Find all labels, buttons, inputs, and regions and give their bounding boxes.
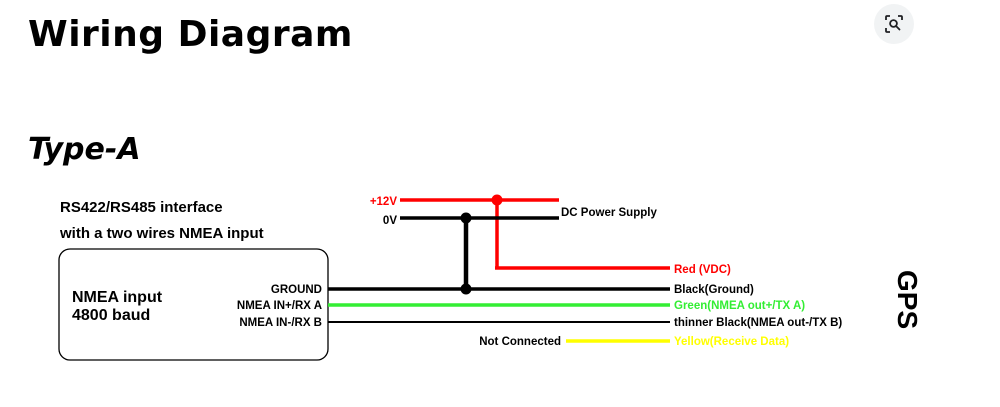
diagram-subtitle: Type-A bbox=[28, 132, 141, 167]
dc-power-supply-label: DC Power Supply bbox=[561, 207, 657, 219]
plus12v-label: +12V bbox=[370, 196, 398, 208]
nmea-input-label: NMEA input bbox=[72, 289, 163, 306]
not-connected-label: Not Connected bbox=[479, 336, 561, 348]
plus12v-junction bbox=[491, 194, 503, 206]
pin-nmea-in-minus-label: NMEA IN-/RX B bbox=[239, 317, 322, 329]
interface-label-line2: with a two wires NMEA input bbox=[59, 225, 264, 242]
yellow-wire-label: Yellow(Receive Data) bbox=[674, 336, 789, 348]
black-wire-label: Black(Ground) bbox=[674, 284, 754, 296]
zero-v-junction bbox=[460, 212, 472, 224]
image-search-icon bbox=[885, 15, 903, 33]
page-title: Wiring Diagram bbox=[28, 14, 353, 55]
thin-black-wire-label: thinner Black(NMEA out-/TX B) bbox=[674, 317, 842, 329]
image-search-button[interactable] bbox=[874, 4, 914, 44]
baud-rate-label: 4800 baud bbox=[72, 307, 150, 324]
pin-nmea-in-plus-label: NMEA IN+/RX A bbox=[237, 300, 322, 312]
gps-label: GPS bbox=[892, 270, 923, 329]
pin-ground-label: GROUND bbox=[271, 284, 322, 296]
zero-v-label: 0V bbox=[383, 215, 397, 227]
green-wire-label: Green(NMEA out+/TX A) bbox=[674, 300, 805, 312]
red-wire-label: Red (VDC) bbox=[674, 264, 731, 276]
interface-label-line1: RS422/RS485 interface bbox=[60, 199, 223, 216]
